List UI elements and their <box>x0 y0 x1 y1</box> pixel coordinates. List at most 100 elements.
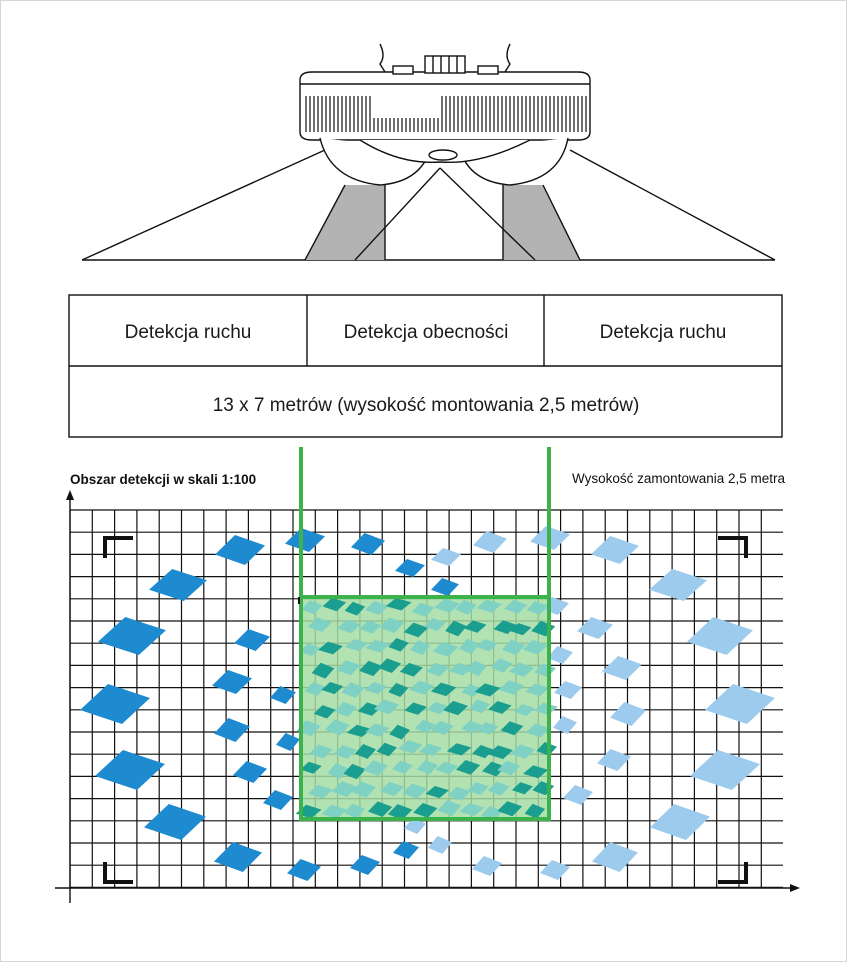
presence-zone <box>313 705 336 719</box>
presence-zone <box>497 760 521 776</box>
detection-zones <box>80 526 775 881</box>
presence-zone <box>463 620 487 633</box>
motion-zone-right <box>540 860 570 880</box>
presence-zone <box>343 763 366 780</box>
presence-zone <box>307 617 332 632</box>
presence-zone <box>345 638 369 652</box>
presence-zone <box>373 699 400 715</box>
presence-zone <box>481 761 506 777</box>
presence-zone <box>432 641 459 657</box>
presence-zone <box>327 763 349 779</box>
corner-bracket <box>718 536 748 558</box>
presence-zone <box>336 660 361 676</box>
motion-zone-right <box>650 804 710 840</box>
motion-zone-right <box>428 836 452 854</box>
motion-zone-left <box>144 804 206 840</box>
presence-zone <box>403 622 429 638</box>
presence-zone <box>466 660 487 677</box>
presence-zone <box>468 699 490 714</box>
presence-zone <box>476 639 498 652</box>
presence-zone <box>334 701 357 718</box>
presence-zone <box>536 741 557 756</box>
presence-zone <box>524 803 546 819</box>
sensor-fins <box>305 96 587 132</box>
presence-zone <box>344 803 365 819</box>
presence-zone <box>331 781 358 797</box>
presence-zone <box>514 703 535 716</box>
presence-zone <box>389 724 411 740</box>
presence-zone <box>490 658 513 673</box>
presence-zone <box>511 782 533 795</box>
motion-zone-right <box>610 702 646 726</box>
motion-zone-right <box>472 856 502 876</box>
presence-zone <box>476 599 502 613</box>
presence-zone <box>317 641 343 655</box>
height-label: Wysokość zamontowania 2,5 metra <box>572 471 785 486</box>
motion-zone-left <box>212 670 252 694</box>
motion-zone-left <box>98 617 166 655</box>
presence-zone <box>448 662 473 676</box>
terminal-block <box>424 55 466 74</box>
motion-zone-right <box>563 785 593 805</box>
motion-zone-right <box>649 569 707 601</box>
presence-zone <box>522 640 548 655</box>
presence-zone <box>455 599 477 615</box>
presence-zone <box>379 617 405 633</box>
presence-zone <box>346 724 373 737</box>
range-text: 13 x 7 metrów (wysokość montowania 2,5 m… <box>213 395 640 416</box>
presence-zone <box>411 602 435 617</box>
presence-zone <box>498 680 525 695</box>
presence-zone <box>474 683 501 697</box>
cone-right-outer <box>569 149 776 261</box>
presence-zone <box>333 745 357 759</box>
presence-zone <box>344 601 366 616</box>
presence-zone <box>304 682 326 696</box>
presence-zone <box>363 760 388 776</box>
presence-zone <box>508 662 535 677</box>
beam-right-edge-2 <box>542 184 581 261</box>
presence-zone <box>404 702 427 715</box>
motion-zone-right <box>473 531 507 553</box>
motion-zone-left <box>270 686 296 704</box>
motion-zone-right <box>554 681 582 699</box>
presence-zone <box>359 660 383 677</box>
motion-zone-left <box>393 841 419 859</box>
presence-zone <box>414 719 436 734</box>
presence-zone <box>321 804 348 819</box>
presence-zone <box>322 597 347 612</box>
motion-zone-left <box>263 790 293 810</box>
motion-zone-left <box>287 859 321 881</box>
presence-zone <box>354 744 377 759</box>
presence-zone <box>419 743 443 756</box>
presence-zone <box>300 761 322 774</box>
presence-zone <box>526 601 548 615</box>
grid-title: Obszar detekcji w skali 1:100 <box>70 472 256 487</box>
presence-zone <box>409 680 434 695</box>
x-axis-arrow <box>790 884 800 892</box>
motion-zone-left <box>351 533 385 555</box>
motion-zone-left <box>431 578 459 596</box>
presence-zone <box>434 598 461 613</box>
presence-zone <box>321 681 344 695</box>
motion-zone-left <box>214 842 262 872</box>
corner-bracket <box>718 862 748 884</box>
presence-zone <box>487 745 514 760</box>
zone-label-motion-right: Detekcja ruchu <box>600 322 727 343</box>
motion-zone-left <box>350 855 380 875</box>
presence-zone <box>522 765 549 779</box>
presence-zone <box>413 802 438 818</box>
presence-zone <box>391 760 413 774</box>
presence-zone <box>399 662 423 677</box>
presence-area-border <box>299 595 551 821</box>
motion-zone-left <box>149 569 207 601</box>
presence-zone <box>387 804 413 820</box>
presence-zone <box>446 743 472 756</box>
presence-zone <box>497 801 523 817</box>
presence-zone <box>458 638 480 655</box>
sensor-illustration <box>81 43 776 261</box>
grid-overlay <box>298 447 551 821</box>
presence-zone <box>445 620 467 637</box>
presence-zone <box>487 781 510 796</box>
presence-zone <box>435 761 459 775</box>
